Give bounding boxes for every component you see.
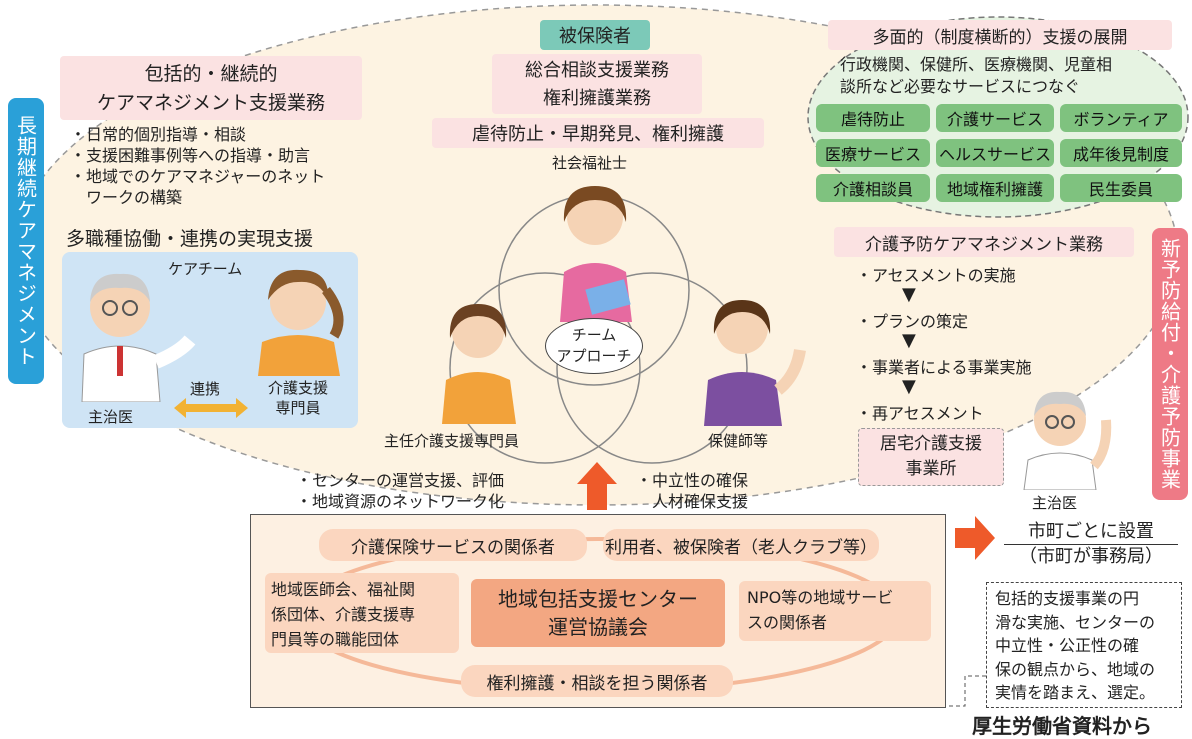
oval-line: アプローチ [556,347,632,365]
link-label: 連携 [190,380,221,398]
chief-cm-illustration [442,304,516,424]
council-member-pill: 利用者、被保険者（老人クラブ等） [603,529,879,561]
doctor-illustration-right [1023,391,1112,490]
team-approach-oval: チーム アプローチ [545,318,643,374]
office-line: 事業所 [905,459,957,479]
home-care-office-box: 居宅介護支援 事業所 [858,428,1004,486]
care-team-label: ケアチーム [168,260,243,278]
bullet: ・支援困難事例等への指導・助言 [70,146,311,165]
city-setup: 市町ごとに設置 （市町が事務局） [1004,520,1178,569]
council-member-pill: 介護保険サービスの関係者 [319,529,587,561]
social-worker-illustration [560,186,632,322]
box-line: 地域医師会、福祉関 [271,580,416,599]
comprehensive-care-title: 包括的・継続的 ケアマネジメント支援業務 [60,56,362,120]
down-arrow-icon: ▼ [902,330,916,351]
step: ・再アセスメント [856,404,984,423]
support-line: ・地域資源のネットワーク化 [296,492,505,511]
service-pill: 民生委員 [1060,174,1182,202]
service-pill: 成年後見制度 [1060,139,1182,167]
side-tab-long-term-care: 長期継続ケアマネジメント [8,98,44,384]
multifaceted-description: 行政機関、保健所、医療機関、児童相 談所など必要なサービスにつなぐ [840,54,1112,98]
abuse-prevention-box: 虐待防止・早期発見、権利擁護 [432,118,764,148]
support-right: ・中立性の確保 人材確保支援 [636,470,748,512]
care-manager-label: 介護支援 専門員 [268,378,328,418]
title-line: ケアマネジメント支援業務 [96,92,325,114]
city-note-box: 包括的支援事業の円 滑な実施、センターの 中立性・公正性の確 保の観点から、地域… [986,582,1182,708]
service-pill: 医療サービス [816,139,930,167]
doctor-illustration [81,273,196,402]
support-line: ・中立性の確保 [636,471,749,490]
side-tab-label: 長期継続ケアマネジメント [13,115,38,367]
side-tab-label: 新予防給付・介護予防事業 [1157,238,1182,490]
multifaceted-support-title: 多面的（制度横断的）支援の展開 [828,20,1172,50]
support-left: ・センターの運営支援、評価 ・地域資源のネットワーク化 [296,470,504,512]
collaboration-title: 多職種協働・連携の実現支援 [66,228,314,250]
box-line: NPO等の地域サービ [747,588,894,607]
care-manager-illustration [258,269,344,376]
service-pill: 介護サービス [936,104,1054,132]
service-pill: 介護相談員 [816,174,930,202]
note-line: 保の観点から、地域の [995,659,1156,679]
consultation-services-box: 総合相談支援業務 権利擁護業務 [492,54,702,114]
service-pill: 地域権利擁護 [936,174,1054,202]
nurse-illustration [704,300,806,426]
note-line: 包括的支援事業の円 [995,589,1140,608]
council-member-box: NPO等の地域サービ スの関係者 [739,581,931,641]
box-line: 係団体、介護支援専 [271,605,416,624]
oval-line: チーム [571,326,617,344]
council-center-box: 地域包括支援センター 運営協議会 [471,579,725,647]
care-team-panel: ケアチーム 主治医 連携 介護支援 専門員 [62,252,358,428]
step: ・プランの策定 [856,312,969,331]
box-line: 運営協議会 [548,615,648,639]
box-line: 門員等の職能団体 [271,630,400,649]
support-line: ・センターの運営支援、評価 [296,471,505,490]
city-line: （市町が事務局） [1019,546,1163,567]
service-line: 総合相談支援業務 [525,60,669,81]
bullet: ・日常的個別指導・相談 [70,125,247,144]
council-panel: 介護保険サービスの関係者 利用者、被保険者（老人クラブ等） 地域医師会、福祉関 … [250,514,946,708]
source-label: 厚生労働省資料から [972,714,1152,738]
note-line: 実情を踏まえ、選定。 [995,683,1156,702]
support-line: 人材確保支援 [636,492,749,511]
service-pill: ボランティア [1060,104,1182,132]
prevention-steps: ・アセスメントの実施 ▼ ・プランの策定 ▼ ・事業者による事業実施 ▼ ・再ア… [856,262,1032,423]
title-line: 包括的・継続的 [144,63,278,85]
box-line: 地域包括支援センター [498,587,698,611]
nurse-label: 保健師等 [708,432,769,450]
bullet: ・地域でのケアマネジャーのネット [70,167,326,186]
service-line: 権利擁護業務 [543,88,651,109]
box-line: スの関係者 [747,613,828,632]
insured-label: 被保険者 [540,20,650,50]
council-member-box: 地域医師会、福祉関 係団体、介護支援専 門員等の職能団体 [265,573,459,653]
social-worker-label: 社会福祉士 [552,154,628,172]
note-line: 中立性・公正性の確 [995,636,1140,655]
service-pill: 虐待防止 [816,104,930,132]
label-line: 介護支援 [268,379,329,397]
desc-line: 行政機関、保健所、医療機関、児童相 [840,55,1113,74]
chief-cm-label: 主任介護支援専門員 [384,432,520,450]
council-member-pill: 権利擁護・相談を担う関係者 [461,665,733,697]
label-line: 専門員 [275,399,321,417]
step: ・事業者による事業実施 [856,358,1032,377]
note-line: 滑な実施、センターの [995,612,1156,632]
desc-line: 談所など必要なサービスにつなぐ [840,77,1081,96]
down-arrow-icon: ▼ [902,376,916,397]
double-arrow-icon [174,398,248,418]
bullet: ワークの構築 [70,188,183,207]
office-line: 居宅介護支援 [880,434,982,454]
doctor-label-right: 主治医 [1032,494,1078,512]
doctor-label: 主治医 [88,408,134,426]
service-pill: ヘルスサービス [936,139,1054,167]
city-line: 市町ごとに設置 [1004,520,1178,545]
care-bullets: ・日常的個別指導・相談 ・支援困難事例等への指導・助言 ・地域でのケアマネジャー… [70,124,325,208]
side-tab-prevention: 新予防給付・介護予防事業 [1152,228,1188,500]
step: ・アセスメントの実施 [856,266,1016,285]
down-arrow-icon: ▼ [902,284,916,305]
prevention-title: 介護予防ケアマネジメント業務 [834,227,1134,257]
